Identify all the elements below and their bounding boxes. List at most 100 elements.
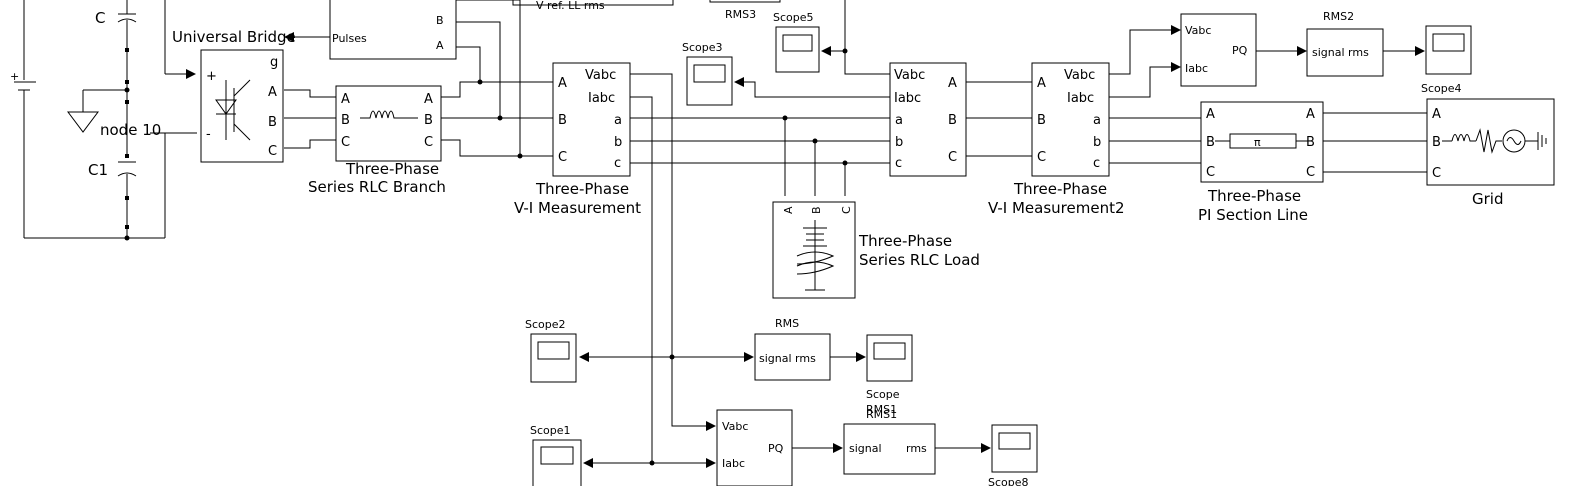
bridge-port-minus: - — [206, 127, 211, 142]
pi-title-2: PI Section Line — [1198, 206, 1308, 224]
scope4-block[interactable] — [1425, 25, 1472, 75]
bridge-port-g: g — [270, 55, 278, 70]
vim-port-c: c — [895, 156, 902, 171]
pi-port-c-in: C — [1206, 165, 1215, 180]
vim-port-a-out: A — [948, 76, 957, 91]
load-title-1: Three-Phase — [858, 232, 952, 250]
vi-measurement-middle-block[interactable] — [889, 62, 967, 177]
grid-block[interactable] — [1426, 98, 1555, 186]
rms3-block[interactable] — [709, 0, 781, 3]
vi1-title-2: V-I Measurement — [514, 199, 641, 217]
rlc-load-block[interactable] — [772, 201, 856, 299]
rms2-signal: signal rms — [1312, 46, 1369, 59]
vi2-iabc: Iabc — [1067, 91, 1094, 106]
bridge-port-b: B — [268, 115, 277, 130]
pi-symbol: π — [1254, 136, 1261, 149]
grid-title: Grid — [1472, 190, 1503, 208]
pulse-generator-block[interactable] — [329, 0, 457, 60]
pq-top-vabc: Vabc — [1185, 24, 1211, 37]
scope-rms1-label-2: RMS1 — [866, 403, 897, 416]
pulse-port-b: B — [436, 14, 444, 27]
rms2-label: RMS2 — [1323, 10, 1354, 23]
load-port-c: C — [840, 206, 853, 214]
rms1-block[interactable] — [843, 423, 936, 475]
pi-section-block[interactable] — [1200, 101, 1324, 183]
rms-signal: signal rms — [759, 352, 816, 365]
rms2-block[interactable] — [1306, 28, 1384, 77]
vi2-port-c-out: c — [1093, 156, 1100, 171]
vi2-title-2: V-I Measurement2 — [988, 199, 1125, 217]
scope5-block[interactable] — [775, 26, 820, 73]
rlc-port-b-out: B — [424, 113, 433, 128]
universal-bridge-block[interactable] — [200, 49, 284, 163]
scope-rms1-block[interactable] — [866, 334, 913, 382]
rms3-label: RMS3 — [725, 8, 756, 21]
load-port-a: A — [782, 206, 795, 214]
rms-label: RMS — [775, 317, 799, 330]
pi-port-b-out: B — [1306, 135, 1315, 150]
bridge-port-plus: + — [206, 69, 217, 84]
rlc-branch-title-1: Three-Phase — [345, 160, 439, 178]
scope1-block[interactable] — [532, 439, 582, 486]
pi-port-c-out: C — [1306, 165, 1315, 180]
scope3-label: Scope3 — [682, 41, 723, 54]
vi1-port-c-out: c — [614, 156, 621, 171]
pi-port-b-in: B — [1206, 135, 1215, 150]
capacitor-c-label: C — [95, 9, 105, 27]
scope4-label: Scope4 — [1421, 82, 1462, 95]
bridge-port-a: A — [268, 85, 277, 100]
scope1-label: Scope1 — [530, 424, 571, 437]
pi-port-a-in: A — [1206, 107, 1215, 122]
rms-block[interactable] — [754, 333, 831, 381]
dc-plus-port: + — [10, 70, 19, 83]
rlc-port-c-in: C — [341, 135, 350, 150]
vref-label: V ref. LL rms — [536, 0, 605, 12]
pq-block-top[interactable] — [1180, 13, 1257, 87]
vi1-port-b-out: b — [614, 135, 622, 150]
vi2-port-c: C — [1037, 150, 1046, 165]
scope2-label: Scope2 — [525, 318, 566, 331]
bridge-port-c: C — [268, 144, 277, 159]
vi2-port-a: A — [1037, 76, 1046, 91]
pq-bottom-vabc: Vabc — [722, 420, 748, 433]
vim-port-a: a — [895, 113, 903, 128]
vi1-port-a: A — [558, 76, 567, 91]
load-title-2: Series RLC Load — [859, 251, 980, 269]
vi2-port-b: B — [1037, 113, 1046, 128]
pq-top-pq: PQ — [1232, 44, 1248, 57]
rms1-signal: signal — [849, 442, 882, 455]
vi-measurement-1-block[interactable] — [552, 62, 631, 177]
rlc-port-c-out: C — [424, 135, 433, 150]
pq-top-iabc: Iabc — [1185, 62, 1208, 75]
scope3-block[interactable] — [686, 56, 733, 106]
vi2-port-b-out: b — [1093, 135, 1101, 150]
pulse-port-a: A — [436, 39, 444, 52]
vi1-port-c: C — [558, 150, 567, 165]
vi2-port-a-out: a — [1093, 113, 1101, 128]
rlc-branch-block[interactable] — [335, 85, 442, 162]
capacitor-c1-label: C1 — [88, 161, 108, 179]
vi1-port-b: B — [558, 113, 567, 128]
pi-port-a-out: A — [1306, 107, 1315, 122]
vi-measurement-2-block[interactable] — [1031, 62, 1110, 177]
scope8-block[interactable] — [991, 424, 1038, 473]
pi-title-1: Three-Phase — [1207, 187, 1301, 205]
scope5-label: Scope5 — [773, 11, 814, 24]
vim-port-c-out: C — [948, 150, 957, 165]
pq-bottom-iabc: Iabc — [722, 457, 745, 470]
rms1-rms: rms — [906, 442, 927, 455]
rlc-branch-title-2: Series RLC Branch — [308, 178, 446, 196]
grid-port-b: B — [1432, 135, 1441, 150]
rlc-port-a-in: A — [341, 92, 350, 107]
pulses-port: Pulses — [332, 32, 367, 45]
vim-port-b-out: B — [948, 113, 957, 128]
scope8-label: Scope8 — [988, 476, 1029, 486]
load-port-b: B — [810, 206, 823, 214]
vi1-iabc: Iabc — [588, 91, 615, 106]
pq-bottom-pq: PQ — [768, 442, 784, 455]
vim-vabc: Vabc — [894, 68, 925, 83]
node-10-label: node 10 — [100, 121, 161, 139]
vi1-vabc: Vabc — [585, 68, 616, 83]
scope2-block[interactable] — [530, 333, 577, 383]
vim-port-b: b — [895, 135, 903, 150]
